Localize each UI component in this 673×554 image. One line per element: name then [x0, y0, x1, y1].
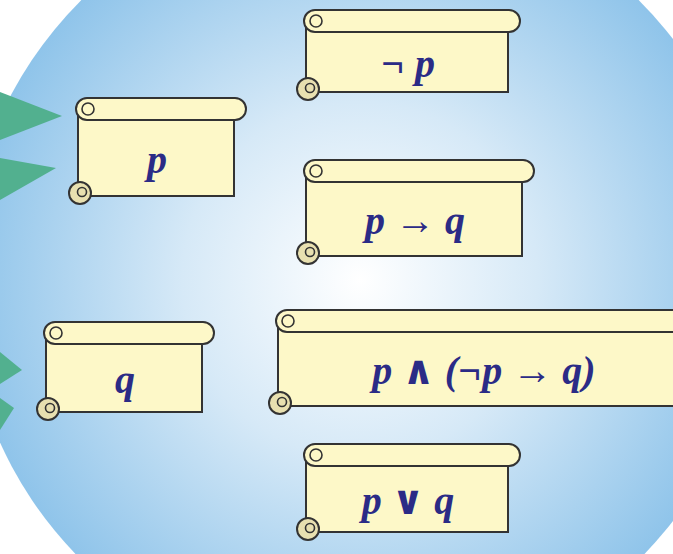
scroll-body: [78, 108, 234, 196]
scroll-curl: [278, 398, 287, 407]
scroll-curl: [306, 524, 315, 533]
green-pointer: [0, 398, 14, 430]
scroll-text-holder: q: [115, 358, 135, 402]
formula-text: p ∨ q: [362, 479, 454, 523]
scroll-roll: [304, 10, 520, 32]
scroll-curl: [297, 518, 319, 540]
scroll-node: q: [30, 320, 216, 422]
formula-text: q: [115, 358, 135, 402]
formula-text: ¬ p: [381, 42, 435, 86]
scroll-curl: [46, 404, 55, 413]
scroll-curl: [310, 15, 322, 27]
scroll-text-holder: ¬ p: [381, 42, 435, 86]
scroll-curl: [78, 188, 87, 197]
scroll-curl: [82, 103, 94, 115]
formula-text: p: [147, 138, 167, 182]
scroll-curl: [269, 392, 291, 414]
scroll-curl: [297, 78, 319, 100]
scroll-curl: [306, 248, 315, 257]
scroll-text-holder: p: [147, 138, 167, 182]
scroll-curl: [50, 327, 62, 339]
scroll-curl: [310, 449, 322, 461]
scroll-roll: [304, 160, 534, 182]
formula-text: p → q: [365, 199, 465, 243]
scroll-curl: [310, 165, 322, 177]
scroll-curl: [282, 315, 294, 327]
scroll-node: ¬ p: [290, 8, 522, 102]
scroll-curl: [37, 398, 59, 420]
scroll-node: p → q: [290, 158, 536, 266]
green-pointer: [0, 92, 62, 140]
scroll-roll: [276, 310, 673, 332]
formula-text: p ∧ (¬p → q): [372, 349, 595, 393]
scroll-node: p ∧ (¬p → q): [262, 308, 673, 416]
scroll-curl: [297, 242, 319, 264]
green-pointer: [0, 352, 22, 384]
scroll-text-holder: p ∧ (¬p → q): [372, 349, 595, 393]
scroll-curl: [69, 182, 91, 204]
scroll-node: p ∨ q: [290, 442, 522, 542]
scroll-roll: [304, 444, 520, 466]
scroll-curl: [306, 84, 315, 93]
scroll-node: p: [62, 96, 248, 206]
green-pointer: [0, 158, 56, 200]
scroll-text-holder: p → q: [365, 199, 465, 243]
scroll-roll: [44, 322, 214, 344]
scroll-roll: [76, 98, 246, 120]
scroll-text-holder: p ∨ q: [362, 479, 454, 523]
